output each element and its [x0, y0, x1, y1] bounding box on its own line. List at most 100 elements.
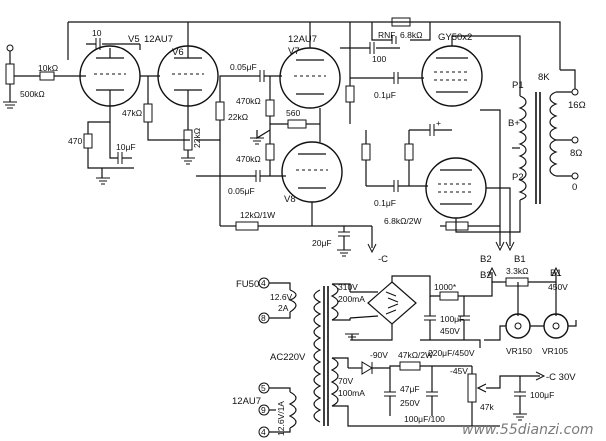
label-b1-450v: 450V — [548, 282, 568, 292]
tube-v5 — [79, 45, 141, 107]
vr105-tube — [543, 313, 569, 339]
tube-v6 — [157, 45, 219, 107]
label-47k: 47kΩ — [122, 108, 142, 118]
bias-pot-47k — [467, 373, 477, 403]
label-22k-v6: 22kΩ — [192, 128, 202, 148]
label-p2: P2 — [512, 172, 524, 183]
label-470k-b: 470kΩ — [236, 154, 261, 164]
rnf-resistor — [391, 17, 411, 27]
label-n5: 5 — [261, 383, 266, 393]
resistor-driver-b — [361, 143, 371, 161]
input-terminal — [6, 44, 14, 52]
label-n8: 8 — [261, 313, 266, 323]
label-005-top: 0.05μF — [230, 62, 257, 72]
tap-8-terminal — [571, 136, 579, 144]
label-0: 0 — [572, 182, 577, 193]
label-gy50: GY50x2 — [438, 32, 472, 43]
label-250v: 250V — [400, 398, 420, 408]
resistor-22k-plate — [215, 101, 225, 121]
tube-output-bottom — [425, 157, 487, 219]
resistor-1000 — [439, 291, 459, 301]
label-01uf-top: 0.1μF — [374, 90, 396, 100]
label-c100: 100 — [372, 54, 386, 64]
label-psu-b1: B1 — [550, 268, 562, 279]
label-47k-pot: 47k — [480, 402, 494, 412]
label-6k8-2w: 6.8kΩ/2W — [384, 216, 422, 226]
label-v8: V8 — [284, 194, 296, 205]
label-b1: B1 — [514, 254, 526, 265]
label-470: 470 — [68, 136, 82, 146]
label-ac220: AC220V — [270, 352, 306, 363]
tap-0-terminal — [571, 172, 579, 180]
label-10k: 10kΩ — [38, 63, 58, 73]
label-12k: 12kΩ/1W — [240, 210, 275, 220]
label-100uf-3: 100μF — [530, 390, 554, 400]
label-n4a: 4 — [261, 278, 266, 288]
resistor-bias — [404, 143, 414, 161]
label-b2: B2 — [480, 254, 492, 265]
output-transformer — [512, 91, 572, 204]
watermark: www.55dianzi.com — [462, 422, 594, 438]
label-470k-a: 470kΩ — [236, 96, 261, 106]
label-minus-45: -45V — [450, 366, 468, 376]
label-v6: V6 — [172, 47, 184, 58]
label-10uf: 10μF — [116, 142, 136, 152]
resistor-10k — [39, 71, 55, 81]
label-p1: P1 — [512, 80, 524, 91]
label-6k8: 6.8kΩ — [400, 30, 422, 40]
label-20uf: 20μF — [312, 238, 332, 248]
resistor-3k3 — [505, 277, 529, 287]
label-100uf: 100μF — [440, 314, 464, 324]
label-560: 560 — [286, 108, 300, 118]
vr150-tube — [505, 313, 531, 339]
label-220uf: 220μF/450V — [428, 348, 475, 358]
heater-section — [258, 277, 297, 438]
label-126v: 12.6V — [270, 292, 293, 302]
label-minus-90: -90V — [370, 350, 388, 360]
label-rnf: RNF — [378, 30, 395, 40]
label-v5: V5 — [128, 34, 140, 45]
label-70v: 70V — [338, 376, 353, 386]
label-n4b: 4 — [261, 427, 266, 437]
resistor-47k — [143, 103, 153, 123]
label-16-ohm: 16Ω — [568, 100, 586, 111]
tap-16-terminal — [571, 88, 579, 96]
label-8-ohm: 8Ω — [570, 148, 582, 159]
label-minus-c: -C — [378, 254, 388, 265]
resistor-driver-a — [345, 85, 355, 103]
volume-pot — [5, 63, 15, 85]
label-005-bot: 0.05μF — [228, 186, 255, 196]
label-fu50: FU50 — [236, 279, 259, 290]
label-v7-type: 12AU7 — [288, 34, 317, 45]
tube-output-top — [421, 45, 483, 107]
label-12au7: 12AU7 — [232, 396, 261, 407]
label-22k: 22kΩ — [228, 112, 248, 122]
tube-v7 — [279, 47, 341, 109]
label-c10: 10 — [92, 28, 102, 38]
label-1000: 1000* — [434, 282, 457, 292]
label-310v: 310V — [338, 282, 358, 292]
label-bplus: B+ — [508, 118, 520, 129]
label-c-30v: -C 30V — [546, 372, 576, 383]
power-transformer-core — [323, 286, 329, 426]
label-2a: 2A — [278, 303, 289, 313]
label-126v-1a: 12.6V/1A — [276, 401, 286, 436]
label-450v: 450V — [440, 326, 460, 336]
label-vr150: VR150 — [506, 346, 532, 356]
label-47uf: 47μF — [400, 384, 420, 394]
resistor-470k-a — [265, 99, 275, 117]
resistor-470k-b — [265, 143, 275, 161]
tube-v8 — [281, 141, 343, 203]
label-plus: + — [436, 118, 441, 128]
bridge-rectifier — [367, 281, 417, 325]
resistor-6k8-2w — [445, 221, 469, 231]
label-200ma: 200mA — [338, 294, 365, 304]
label-n9: 9 — [261, 405, 266, 415]
label-vr105: VR105 — [542, 346, 568, 356]
label-500k: 500kΩ — [20, 89, 45, 99]
resistor-12k-1w — [235, 221, 259, 231]
label-v7: V7 — [288, 46, 300, 57]
label-3k3: 3.3kΩ — [506, 266, 528, 276]
